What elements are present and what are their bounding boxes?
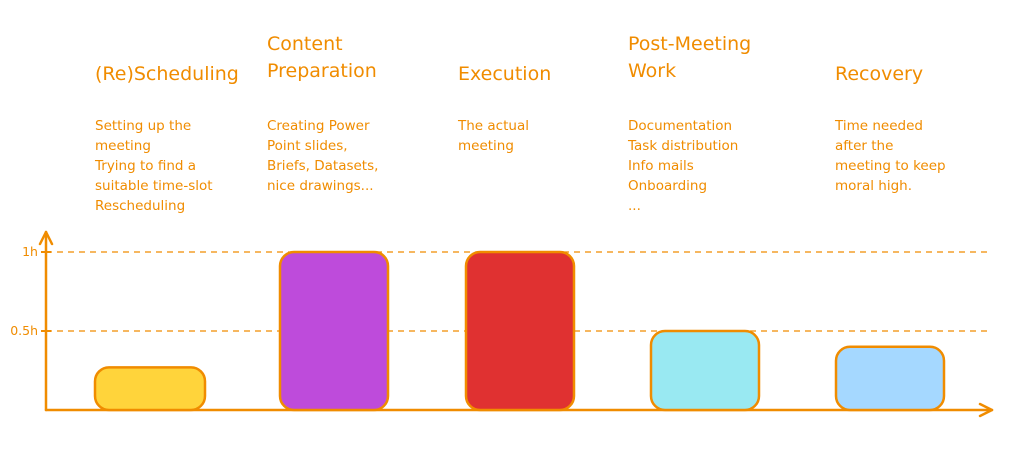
category-title: Execution <box>458 63 551 85</box>
bar <box>649 329 761 412</box>
category-title: Recovery <box>835 63 923 85</box>
y-axis-arrow <box>38 230 54 246</box>
bar <box>278 250 390 412</box>
x-axis-arrow <box>978 402 994 418</box>
y-tick-label: 1h <box>22 244 38 259</box>
category-title: (Re)Scheduling <box>95 63 239 85</box>
bar <box>834 345 946 412</box>
bar <box>93 366 207 412</box>
bar <box>464 250 576 412</box>
bars <box>93 250 946 412</box>
y-tick-labels: 1h 0.5h <box>10 244 51 338</box>
y-tick-label: 0.5h <box>10 323 38 338</box>
